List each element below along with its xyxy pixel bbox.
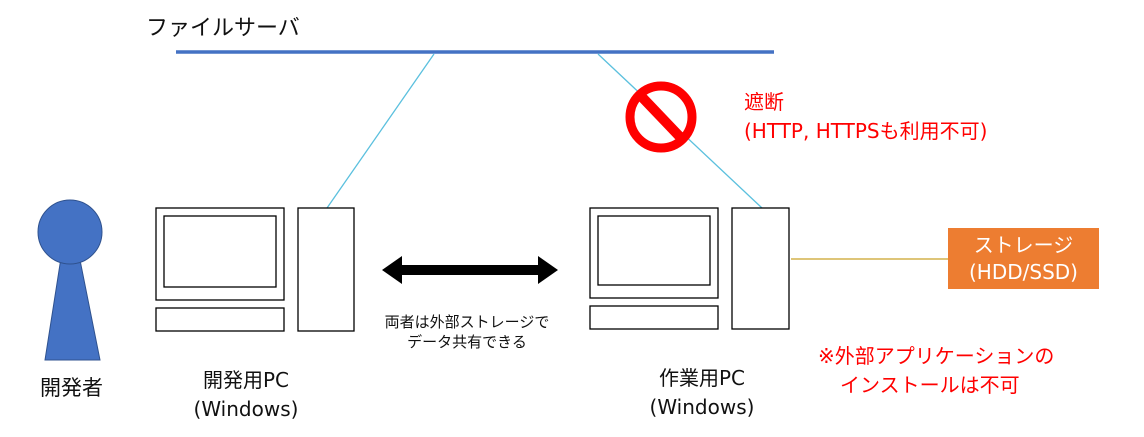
person-icon (37, 199, 103, 361)
double-arrow-icon (382, 256, 558, 284)
install-restriction-note: ※外部アプリケーションの インストールは不可 (818, 342, 1054, 400)
install-restriction-line2: インストールは不可 (840, 373, 1020, 397)
work-pc (589, 207, 790, 330)
dev-pc-label: 開発用PC (Windows) (180, 366, 312, 424)
block-label-line1: 遮断 (744, 90, 784, 114)
prohibited-icon (625, 81, 697, 153)
external-storage-box: ストレージ (HDD/SSD) (948, 228, 1099, 289)
keyboard-icon (155, 307, 285, 332)
tower-icon (297, 207, 355, 332)
file-server-label: ファイルサーバ (146, 16, 300, 41)
dev-pc (155, 207, 355, 332)
storage-label-line2: (HDD/SSD) (969, 260, 1078, 284)
keyboard-icon (589, 305, 719, 330)
shared-storage-note-line2: データ共有できる (407, 333, 527, 351)
work-pc-label-line2: (Windows) (649, 395, 755, 419)
storage-label-line1: ストレージ (973, 233, 1074, 257)
work-pc-label-line1: 作業用PC (658, 366, 746, 390)
dev-pc-label-line2: (Windows) (193, 397, 299, 421)
install-restriction-line1: ※外部アプリケーションの (818, 344, 1055, 368)
dev-pc-label-line1: 開発用PC (202, 368, 290, 392)
block-label-line2: (HTTP, HTTPSも利用不可) (744, 119, 988, 143)
work-pc-label: 作業用PC (Windows) (636, 364, 768, 422)
shared-storage-note: 両者は外部ストレージで データ共有できる (362, 312, 572, 352)
dev-pc-server-link (326, 53, 435, 209)
developer-label: 開発者 (40, 376, 103, 400)
tower-icon (731, 207, 790, 330)
block-label: 遮断 (HTTP, HTTPSも利用不可) (744, 88, 987, 146)
shared-storage-note-line1: 両者は外部ストレージで (384, 313, 550, 331)
